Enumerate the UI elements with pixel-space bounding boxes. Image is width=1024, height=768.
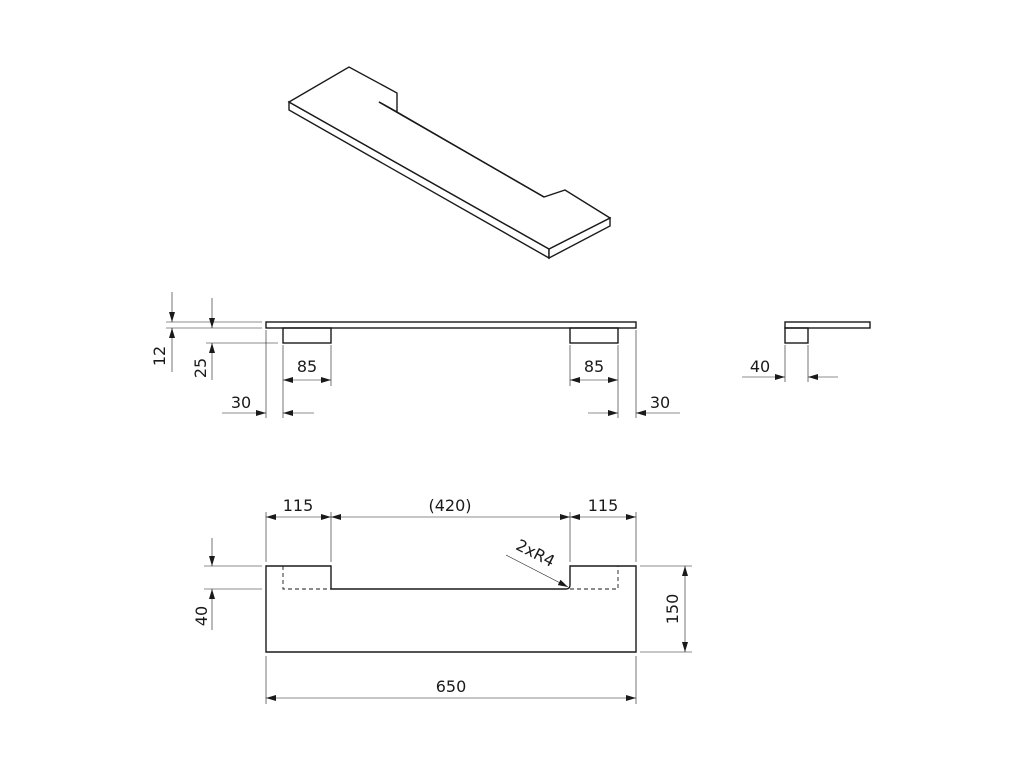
top-view: 115 (420) 115 2xR4 40 150 650 <box>192 496 692 704</box>
dim-top-gap: (420) <box>428 496 471 515</box>
top-hidden-leg-right <box>570 566 619 590</box>
dim-top-tab-left: 115 <box>283 496 314 515</box>
dim-overall-height: 150 <box>663 594 682 625</box>
isometric-view <box>287 66 612 260</box>
dim-top-tab-right: 115 <box>588 496 619 515</box>
dim-depth: 40 <box>750 357 770 376</box>
dim-overall-width: 650 <box>436 677 467 696</box>
dim-thickness: 12 <box>150 346 169 366</box>
front-leg-right <box>569 327 619 344</box>
dim-leg-width-right: 85 <box>584 357 604 376</box>
iso-notch-edge <box>378 101 545 198</box>
side-top-plate <box>784 321 871 329</box>
dim-radius: 2xR4 <box>513 535 558 571</box>
front-view: 12 25 85 85 30 30 <box>150 292 680 418</box>
front-top-plate <box>265 321 637 329</box>
iso-top-face <box>287 66 612 250</box>
front-leg-left <box>282 327 332 344</box>
dim-leg-width-left: 85 <box>297 357 317 376</box>
top-hidden-leg-left <box>282 566 331 590</box>
side-view: 40 <box>742 321 871 382</box>
side-leg <box>784 327 809 344</box>
dim-notch-depth: 40 <box>192 606 211 626</box>
top-outline <box>265 565 637 653</box>
dim-edge-offset-left: 30 <box>231 393 251 412</box>
dim-edge-offset-right: 30 <box>650 393 670 412</box>
dim-leg-height: 25 <box>191 358 210 378</box>
